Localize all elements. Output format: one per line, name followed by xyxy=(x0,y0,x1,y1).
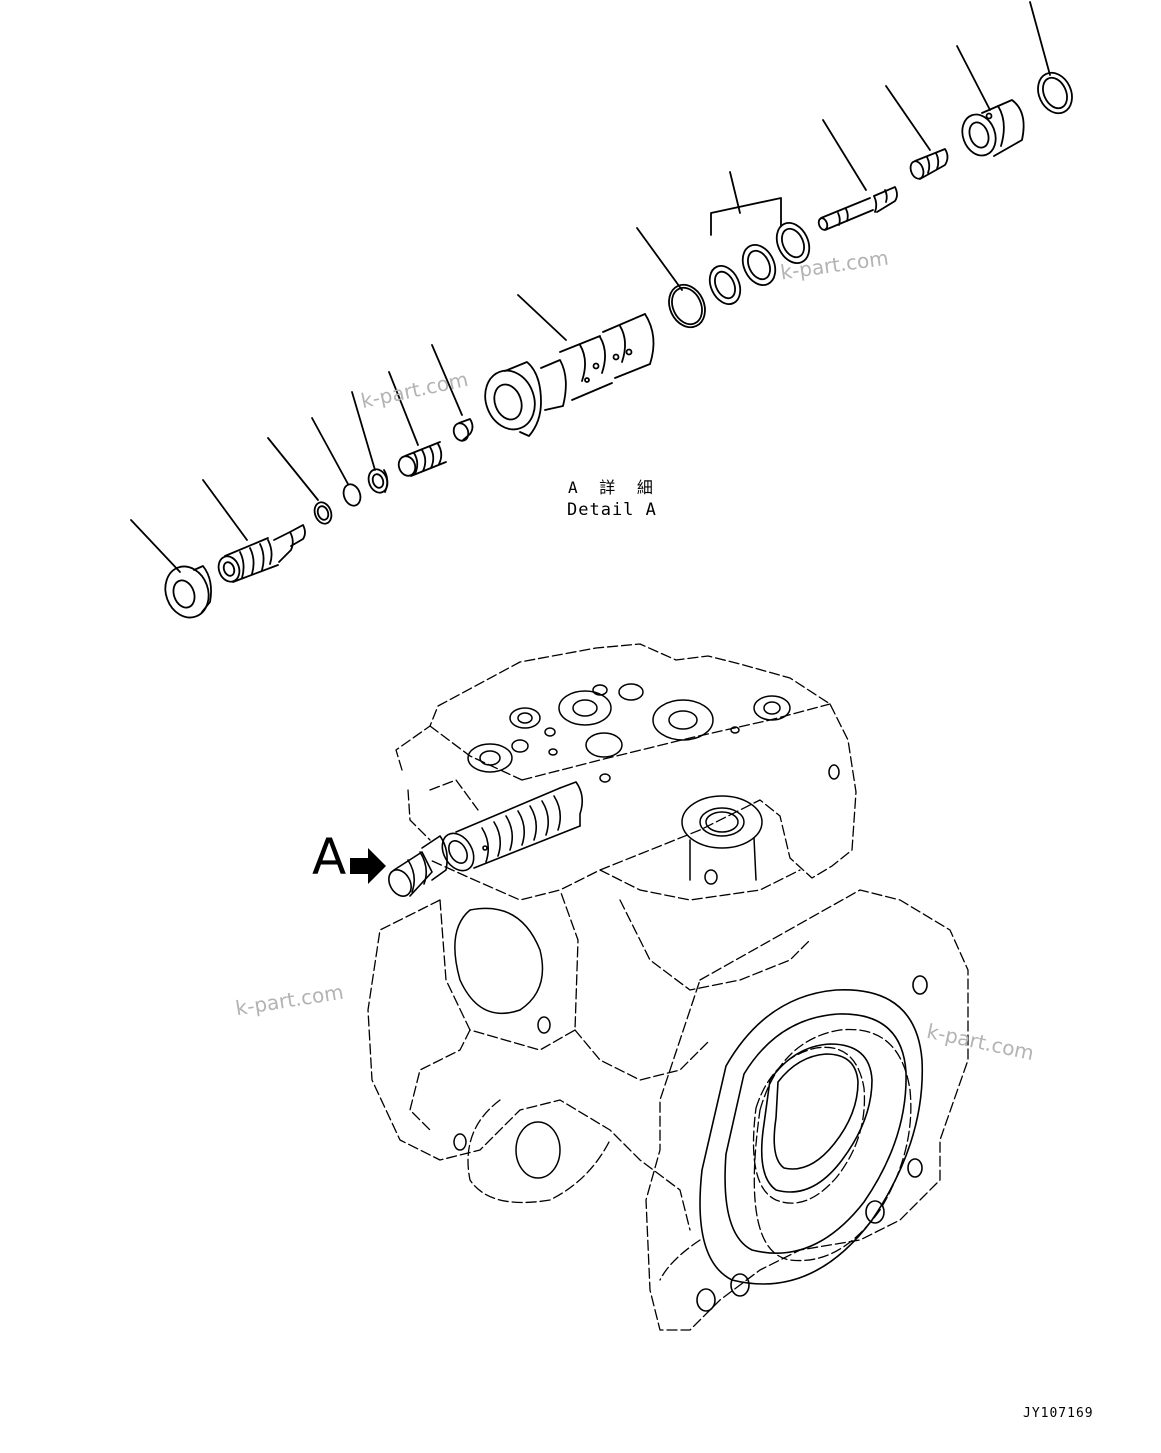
callout-letter: A xyxy=(312,828,347,886)
part-ring-set xyxy=(708,222,811,305)
detail-label-en: Detail A xyxy=(567,500,657,520)
detail-label-jp: A 詳 細 xyxy=(568,478,659,497)
part-adjust-screw xyxy=(217,524,306,583)
part-spring xyxy=(397,441,447,477)
part-ring xyxy=(342,483,362,507)
drawing-code: JY107169 xyxy=(1023,1406,1094,1421)
callout-arrow xyxy=(350,848,386,884)
part-washer xyxy=(367,468,389,494)
leader-lines xyxy=(130,1,1051,573)
part-sleeve xyxy=(961,99,1025,157)
pump-ports xyxy=(453,683,840,1179)
part-plunger xyxy=(909,148,949,180)
part-nut xyxy=(164,565,212,619)
assembly-valve xyxy=(388,781,584,897)
pump-flange xyxy=(696,975,928,1312)
part-spool xyxy=(817,186,898,231)
part-snap-ring xyxy=(1037,71,1073,115)
part-valve-body xyxy=(484,313,655,437)
part-oring-small xyxy=(313,501,333,525)
pump-housing xyxy=(367,643,969,1331)
part-seat xyxy=(452,418,474,442)
part-oring-large xyxy=(668,283,706,329)
